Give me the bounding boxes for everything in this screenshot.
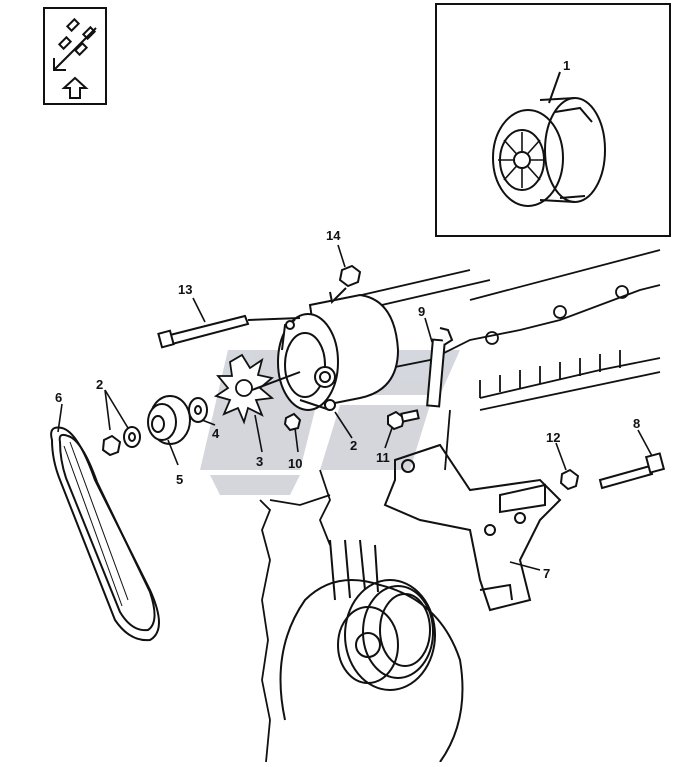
callout-2: 2 bbox=[350, 438, 357, 453]
callout-14: 14 bbox=[326, 228, 341, 243]
callout-11: 11 bbox=[376, 450, 390, 465]
callout-13: 13 bbox=[178, 282, 192, 297]
callout-10: 10 bbox=[288, 456, 302, 471]
callout-12: 12 bbox=[546, 430, 560, 445]
bolt-11 bbox=[387, 409, 420, 431]
callout-4: 4 bbox=[212, 426, 220, 441]
callout-3: 3 bbox=[256, 454, 263, 469]
mounting-bolt-13 bbox=[157, 314, 301, 349]
callout-1: 1 bbox=[563, 58, 570, 73]
orientation-arrow-icon bbox=[43, 7, 107, 105]
leader-lines bbox=[57, 244, 653, 571]
pulley-5 bbox=[147, 395, 191, 445]
shaft-line bbox=[251, 371, 301, 391]
callout-7: 7 bbox=[543, 566, 550, 581]
callout-9: 9 bbox=[418, 304, 425, 319]
cooling-fan bbox=[213, 353, 275, 425]
callout-2: 2 bbox=[96, 377, 103, 392]
alternator bbox=[277, 293, 400, 411]
callout-labels: 1 2 2 3 4 5 6 7 8 9 10 11 12 13 14 bbox=[55, 58, 640, 581]
drive-belt bbox=[50, 426, 160, 642]
callout-5: 5 bbox=[176, 472, 183, 487]
up-arrow-icon bbox=[61, 76, 89, 99]
stud-9 bbox=[426, 327, 454, 408]
alternator-bracket bbox=[383, 443, 562, 612]
callout-6: 6 bbox=[55, 390, 62, 405]
crank-pulley bbox=[279, 539, 464, 763]
inset-alternator-view bbox=[435, 3, 671, 237]
bolt-10 bbox=[283, 412, 302, 432]
spacer-nuts-2 bbox=[101, 426, 141, 457]
callout-8: 8 bbox=[633, 416, 640, 431]
washer-4 bbox=[188, 397, 208, 423]
nut-12 bbox=[559, 468, 580, 491]
nut-14 bbox=[329, 264, 362, 305]
bolt-8 bbox=[598, 452, 666, 490]
